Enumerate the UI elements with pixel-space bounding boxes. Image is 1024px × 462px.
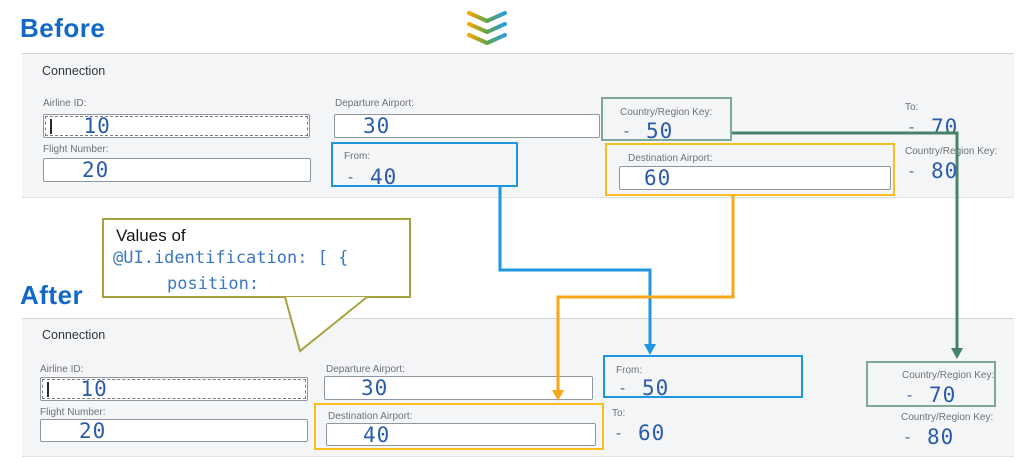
from-value: - 50 [618,376,669,400]
departure-airport-input[interactable]: 30 [334,114,600,138]
field-value: 70 [931,115,959,139]
empty-marker: - [907,118,917,136]
from-value: - 40 [346,165,397,189]
text-cursor [50,118,52,134]
country-region-key-value: - 80 [907,159,958,183]
field-value: 50 [646,119,674,143]
empty-marker: - [618,379,628,397]
to-value: - 60 [614,421,665,445]
field-value: 60 [638,421,666,445]
after-form-panel: Connection Airline ID: 10 Flight Number:… [22,318,1014,457]
highlight-box-blue: From: - 40 [331,142,518,189]
flight-number-label: Flight Number: [43,144,109,155]
country-region-key-label: Country/Region Key: [620,107,713,118]
country-region-key-value: - 50 [622,119,673,143]
departure-airport-input[interactable]: 30 [324,376,593,400]
field-value: 70 [929,383,957,407]
departure-airport-label: Departure Airport: [326,364,405,375]
field-value: 80 [931,159,959,183]
field-value: 20 [82,158,110,182]
callout-tail [284,296,368,353]
field-value: 40 [370,165,398,189]
section-title: Connection [42,328,106,342]
country-region-key-label: Country/Region Key: [905,146,998,157]
from-label: From: [344,151,371,162]
field-value: 30 [361,376,389,400]
country-region-key-value: - 70 [905,383,956,407]
field-value: 60 [644,166,672,190]
airline-id-input[interactable]: 10 [40,377,308,401]
country-region-key-label: Country/Region Key: [902,370,995,381]
empty-marker: - [907,162,917,180]
departure-airport-label: Departure Airport: [335,98,414,109]
field-value: 10 [83,114,111,138]
field-value: 50 [642,376,670,400]
triple-chevron-logo-icon [467,11,507,45]
field-value: 40 [363,422,391,447]
highlight-box-blue: From: - 50 [603,355,803,400]
airline-id-label: Airline ID: [40,364,84,375]
to-label: To: [905,102,919,113]
destination-airport-input[interactable]: 40 [326,423,596,446]
country-region-key-label: Country/Region Key: [901,412,994,423]
empty-marker: - [622,122,632,140]
highlight-box-yellow: Destination Airport: 40 [314,403,604,450]
empty-marker: - [903,428,913,446]
destination-airport-label: Destination Airport: [628,153,713,164]
highlight-box-yellow: Destination Airport: 60 [605,143,895,196]
text-cursor [47,381,49,397]
flight-number-input[interactable]: 20 [40,419,308,442]
empty-marker: - [614,424,624,442]
callout-code-line2: position: [167,274,260,294]
to-value: - 70 [907,115,958,139]
airline-id-label: Airline ID: [43,98,87,109]
flight-number-label: Flight Number: [40,407,106,418]
field-value: 80 [927,425,955,449]
destination-airport-label: Destination Airport: [328,411,413,422]
before-form-panel: Connection Airline ID: 10 Flight Number:… [22,53,1014,198]
section-title: Connection [42,64,106,78]
callout-intro-text: Values of [116,226,186,245]
field-value: 30 [363,114,391,138]
empty-marker: - [346,168,356,186]
to-label: To: [612,408,626,419]
empty-marker: - [905,386,915,404]
callout-code-line1: @UI.identification: [ { [113,248,349,268]
destination-airport-input[interactable]: 60 [619,166,891,190]
airline-id-input[interactable]: 10 [43,114,310,138]
flight-number-input[interactable]: 20 [43,158,311,182]
field-value: 10 [80,377,108,401]
before-title: Before [20,13,106,43]
after-title: After [20,280,84,310]
highlight-box-green: Country/Region Key: - 70 [866,361,996,407]
country-region-key-value: - 80 [903,425,954,449]
field-value: 20 [79,418,107,443]
from-label: From: [616,365,643,376]
highlight-box-green: Country/Region Key: - 50 [601,97,732,143]
annotation-callout: Values of @UI.identification: [ { positi… [102,218,411,298]
